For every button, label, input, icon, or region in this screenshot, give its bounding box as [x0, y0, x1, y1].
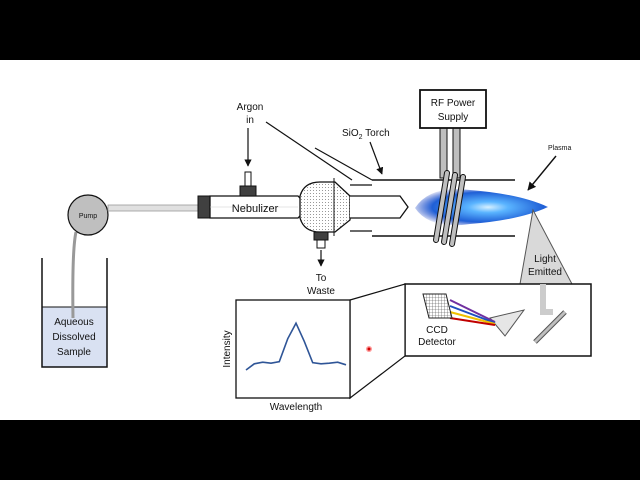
- argon-inlet-fitting: [239, 185, 257, 197]
- waste-fitting: [313, 231, 329, 241]
- spectrometer: CCD Detector: [404, 283, 592, 357]
- plasma-arrow: [527, 155, 557, 191]
- torch-outer-line: [314, 147, 373, 181]
- argon-flow-line: [265, 121, 353, 181]
- light-label-2: Emitted: [528, 267, 562, 278]
- ccd-label-2: Detector: [418, 337, 456, 348]
- plasma-label: Plasma: [548, 145, 571, 152]
- ccd-detector-grid: [422, 293, 453, 319]
- nebulizer: Nebulizer Argon in: [197, 102, 309, 219]
- ray-blue: [449, 305, 496, 324]
- pump-to-nebulizer-tube: [107, 204, 201, 212]
- torch-label: SiO2 Torch: [342, 128, 390, 141]
- light-label-1: Light: [534, 254, 556, 265]
- sample-label-2: Dissolved: [52, 332, 95, 343]
- ray-red: [449, 317, 496, 326]
- pump: Pump: [67, 194, 109, 236]
- nebulizer-label: Nebulizer: [232, 203, 279, 215]
- spectrum-graph: Intensity Wavelength: [222, 299, 351, 413]
- pump-label: Pump: [79, 213, 97, 220]
- torch-arrow: [369, 141, 384, 175]
- rf-power-supply: RF Power Supply: [419, 89, 487, 129]
- nebulizer-cap: [197, 195, 211, 219]
- x-axis-label: Wavelength: [270, 402, 322, 413]
- ray-yellow: [449, 311, 496, 325]
- rf-label-1: RF Power: [431, 98, 476, 109]
- light-path: [540, 284, 553, 315]
- injector-tube: [350, 195, 409, 219]
- prism: [489, 309, 526, 337]
- ccd-label-1: CCD: [426, 325, 448, 336]
- waste-label-2: Waste: [307, 286, 335, 297]
- argon-label-1: Argon: [237, 102, 264, 113]
- spectrum-line: [245, 321, 347, 371]
- graph-frame: [235, 299, 351, 399]
- spray-chamber-body: [299, 181, 351, 233]
- argon-label-2: in: [246, 115, 254, 126]
- waste-label-1: To: [316, 273, 327, 284]
- spray-chamber: To Waste: [299, 178, 351, 297]
- sample-tube: [71, 231, 78, 319]
- pump-icon: [67, 194, 109, 236]
- sample-liquid: [42, 307, 107, 367]
- ray-violet: [449, 299, 496, 323]
- argon-inlet-pipe: [244, 171, 252, 187]
- rf-box: [419, 89, 487, 129]
- torch: SiO2 Torch: [342, 128, 515, 237]
- y-axis-label: Intensity: [222, 330, 233, 367]
- sample-label-3: Sample: [57, 347, 91, 358]
- sample-label-1: Aqueous: [54, 317, 93, 328]
- sample-container: Aqueous Dissolved Sample: [41, 258, 108, 368]
- rf-label-2: Supply: [438, 112, 469, 123]
